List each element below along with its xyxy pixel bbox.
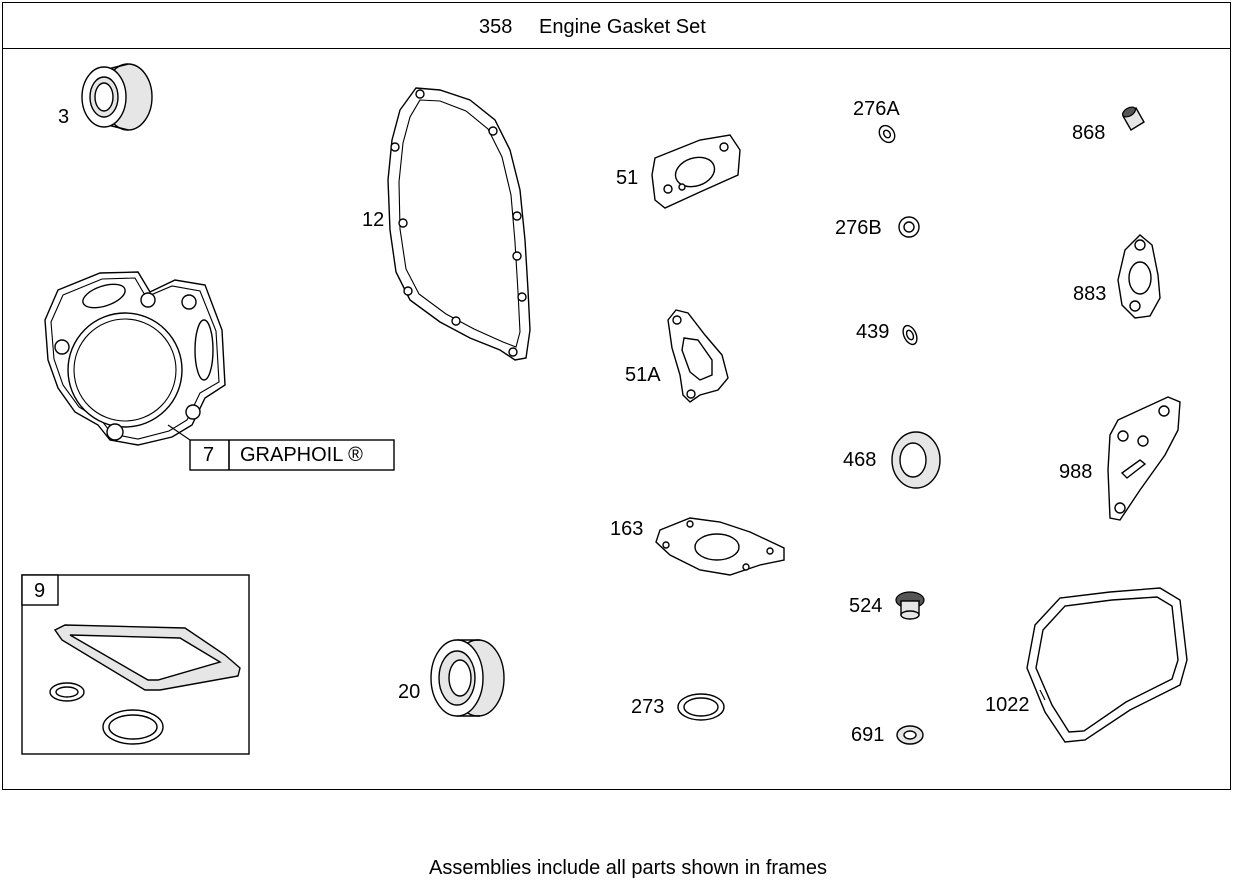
diagram-header: 358 Engine Gasket Set	[3, 3, 1230, 49]
part-7-head-gasket	[44, 271, 226, 446]
graphoil-number: 7	[203, 444, 215, 466]
diagram-number: 358	[479, 16, 513, 38]
callout-691: 691	[851, 724, 885, 746]
callout-51: 51	[616, 167, 639, 189]
assembly-9-frame	[21, 574, 250, 755]
part-988-plate-gasket	[1107, 396, 1181, 521]
part-273-o-ring	[677, 693, 725, 721]
callout-868: 868	[1072, 122, 1106, 144]
graphoil-label: GRAPHOIL ®	[240, 444, 363, 466]
part-276a-washer	[878, 124, 896, 144]
part-1022-cover-gasket	[1026, 587, 1188, 743]
callout-988: 988	[1059, 461, 1093, 483]
callout-468: 468	[843, 449, 877, 471]
part-51-intake-gasket	[651, 134, 741, 209]
assembly-9-number: 9	[34, 580, 46, 602]
callout-163: 163	[610, 518, 644, 540]
callout-524: 524	[849, 595, 883, 617]
callout-276b: 276B	[835, 217, 882, 239]
callout-1022: 1022	[985, 694, 1030, 716]
part-51a-exhaust-gasket	[667, 309, 729, 403]
callout-276a: 276A	[853, 98, 900, 120]
diagram-frame: 358 Engine Gasket Set	[2, 2, 1231, 790]
part-20-oil-seal	[430, 639, 505, 717]
callout-273: 273	[631, 696, 665, 718]
callout-3: 3	[58, 106, 70, 128]
callout-439: 439	[856, 321, 890, 343]
footer-note: Assemblies include all parts shown in fr…	[429, 857, 827, 879]
part-163-gasket	[655, 517, 785, 576]
callout-883: 883	[1073, 283, 1107, 305]
part-883-gasket	[1117, 234, 1161, 319]
callout-20: 20	[398, 681, 421, 703]
callout-51a: 51A	[625, 364, 661, 386]
part-12-crankcase-gasket	[387, 87, 531, 361]
part-524-plug	[895, 591, 925, 620]
part-468-seal	[891, 431, 941, 489]
graphoil-box	[189, 439, 395, 471]
part-276b-washer	[898, 216, 920, 238]
part-3-oil-seal	[81, 63, 153, 131]
part-439-washer	[902, 324, 918, 346]
part-868-grommet	[1122, 106, 1145, 131]
diagram-title: Engine Gasket Set	[539, 16, 706, 38]
callout-12: 12	[362, 209, 385, 231]
part-691-washer	[896, 725, 924, 745]
